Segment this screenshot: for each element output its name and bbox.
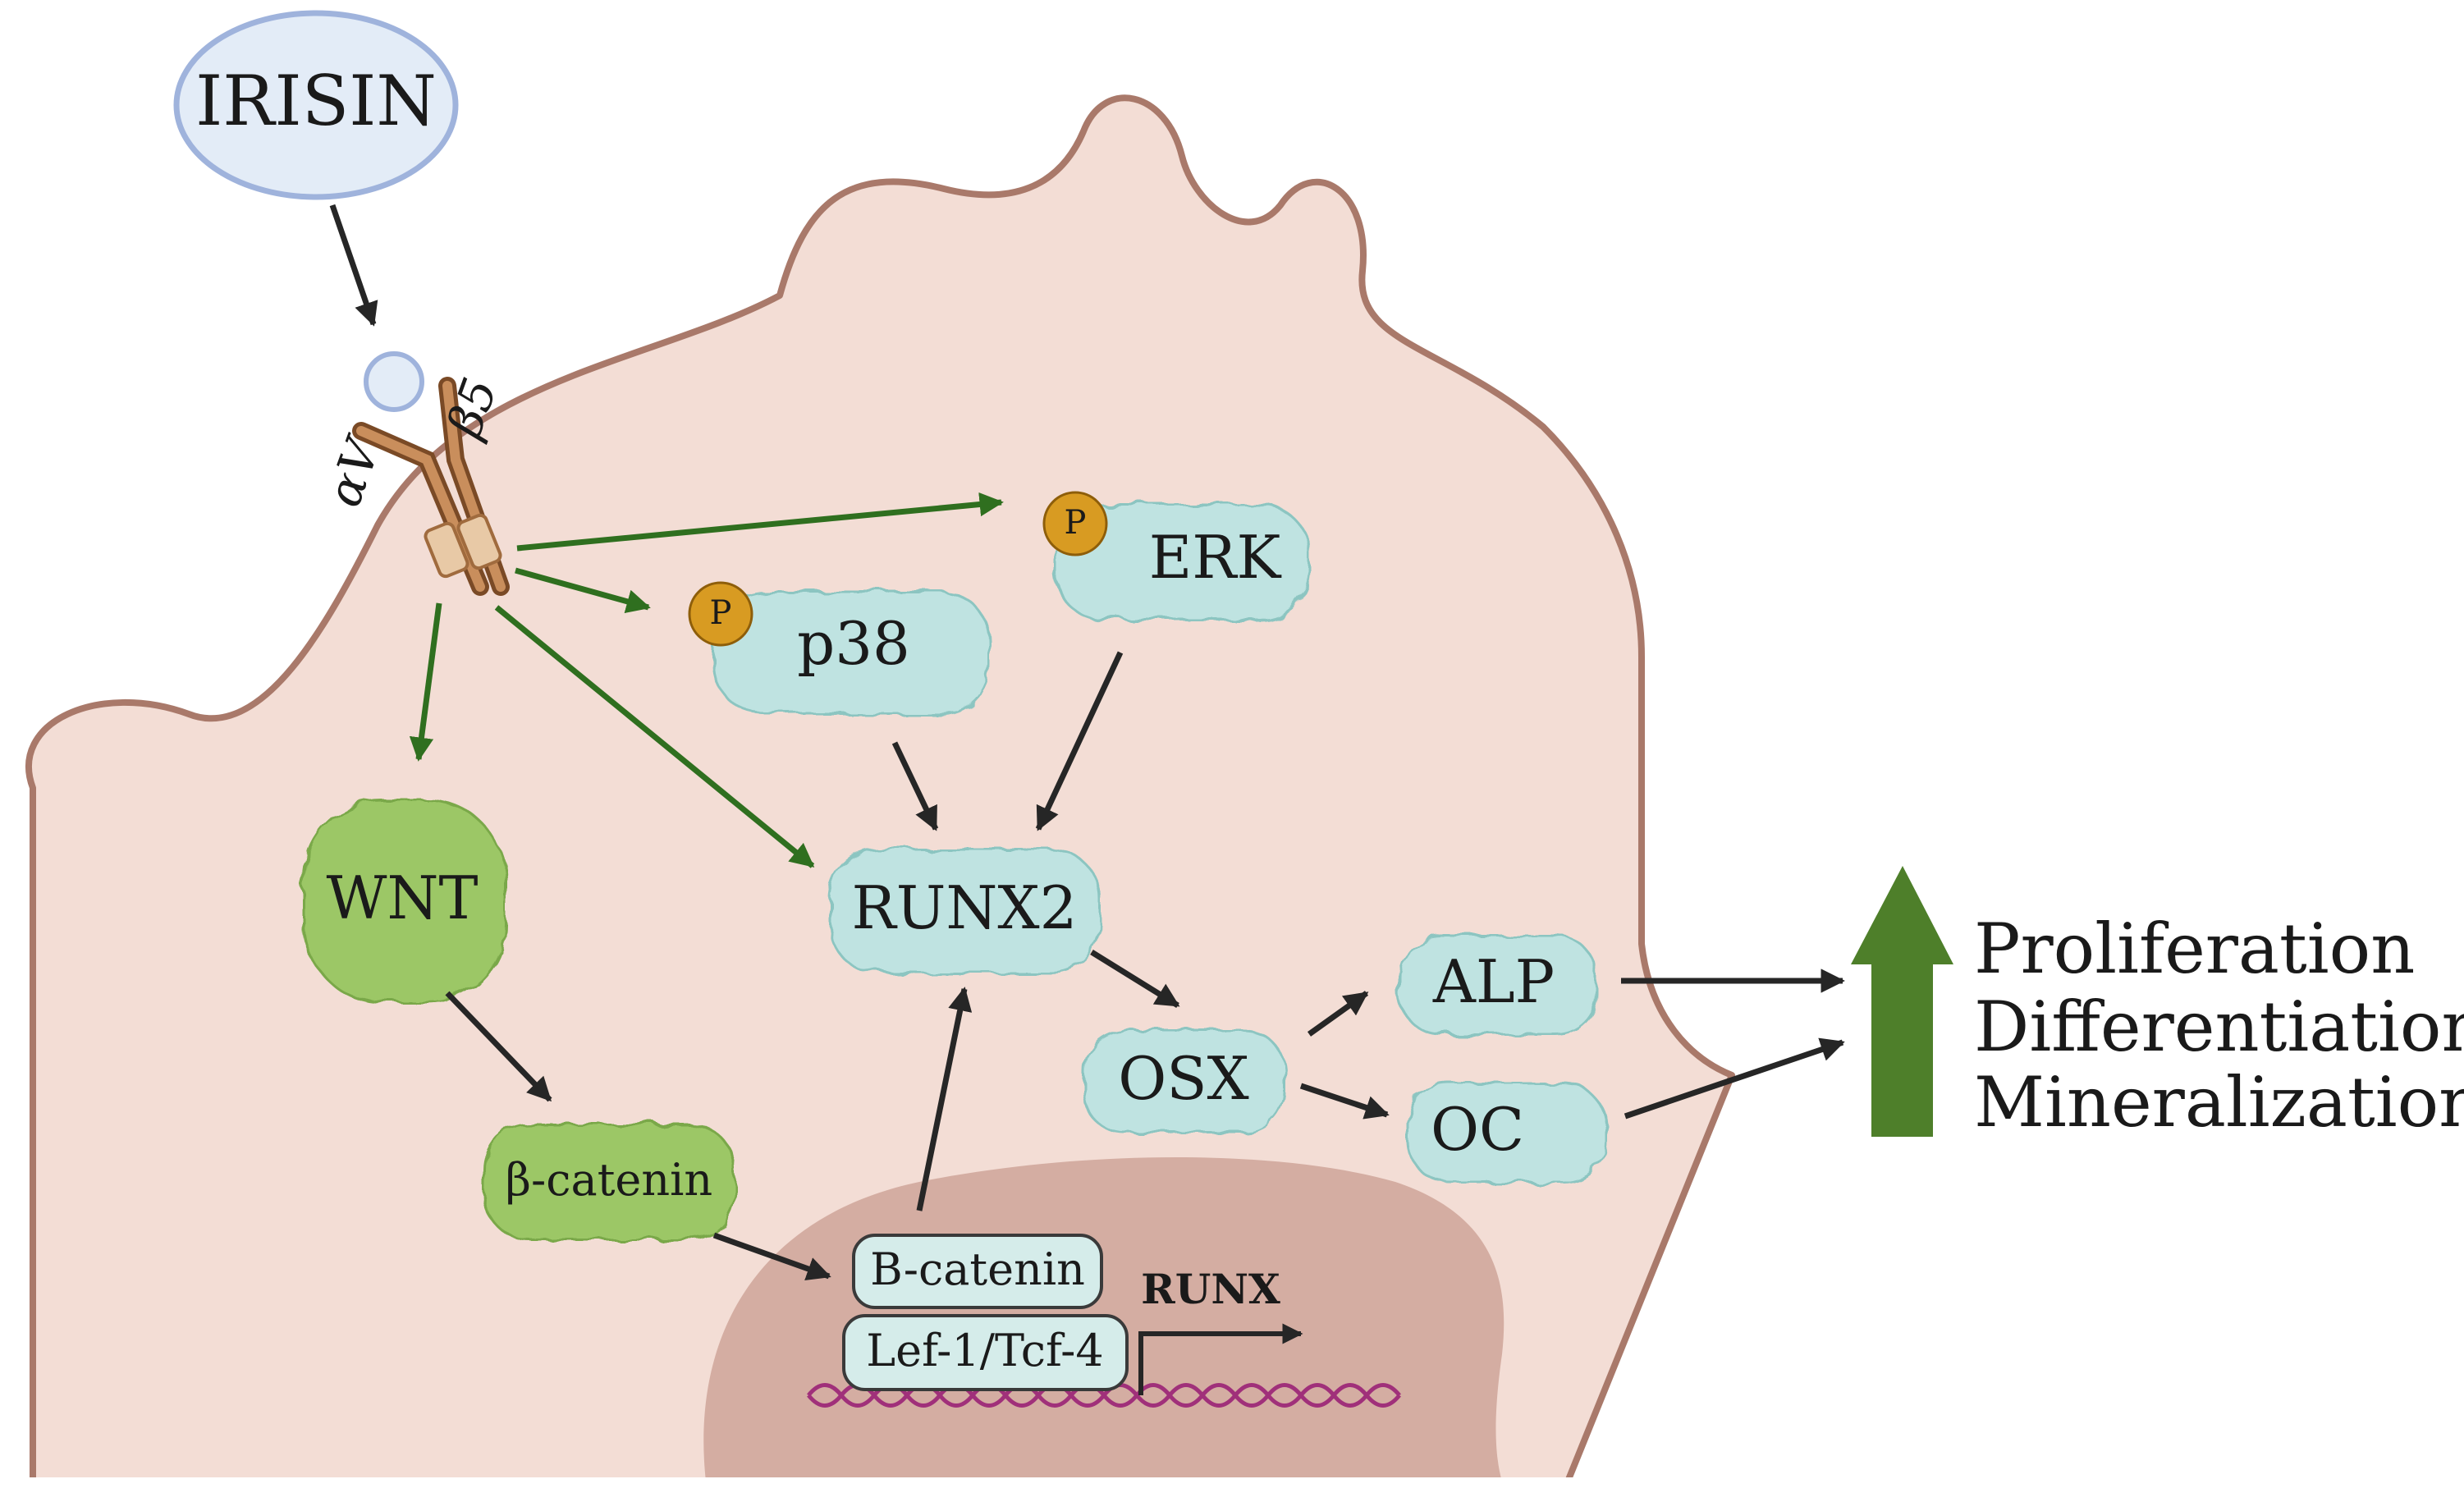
irisin-label: IRISIN bbox=[195, 61, 437, 141]
lef-tcf-box bbox=[842, 1314, 1129, 1391]
beta-catenin-label: β-catenin bbox=[506, 1154, 712, 1206]
transcription-arrow bbox=[1138, 1323, 1303, 1395]
beta-catenin-node: β-catenin bbox=[483, 1123, 736, 1241]
runx-gene-label: RUNX bbox=[1141, 1265, 1280, 1313]
arrow-oc-outcome bbox=[1624, 1037, 1845, 1120]
arrow-runx2-osx bbox=[1090, 950, 1180, 1008]
b-catenin-box bbox=[852, 1234, 1103, 1309]
arrow-receptor-erk bbox=[516, 492, 1004, 552]
arrow-osx-oc bbox=[1299, 1083, 1390, 1120]
alp-label: ALP bbox=[1432, 947, 1555, 1016]
wnt-label: WNT bbox=[326, 863, 478, 932]
wnt-node: WNT bbox=[302, 799, 506, 1003]
runx2-label: RUNX2 bbox=[852, 873, 1078, 942]
complex-bottom-label: Lef-1/Tcf-4 bbox=[866, 1325, 1103, 1376]
arrow-receptor-wnt bbox=[409, 602, 442, 762]
erk-label: ERK bbox=[1149, 523, 1282, 592]
arrow-p38-runx2 bbox=[891, 741, 939, 831]
arrow-osx-alp bbox=[1307, 991, 1369, 1037]
p38-node: p38 P bbox=[688, 581, 991, 716]
arrow-betacatenin-nucleus bbox=[712, 1232, 831, 1280]
arrow-irisin-receptor bbox=[329, 204, 378, 327]
oc-label: OC bbox=[1431, 1095, 1524, 1164]
p38-label: p38 bbox=[797, 609, 910, 678]
bound-ligand bbox=[364, 351, 424, 412]
irisin-node: IRISIN bbox=[173, 10, 459, 200]
osx-node: OSX bbox=[1082, 1028, 1286, 1134]
nuclear-complex: B-catenin Lef-1/Tcf-4 bbox=[842, 1234, 1129, 1391]
oc-node: OC bbox=[1406, 1082, 1606, 1184]
alp-node: ALP bbox=[1398, 934, 1598, 1036]
arrow-nucleus-runx2 bbox=[916, 987, 973, 1211]
osx-label: OSX bbox=[1118, 1044, 1249, 1113]
outcome-differentiation: Differentiation bbox=[1974, 987, 2464, 1067]
outcome-mineralization: Mineralization bbox=[1974, 1062, 2464, 1143]
complex-top-label: B-catenin bbox=[870, 1243, 1085, 1295]
phospho-icon bbox=[688, 581, 753, 647]
erk-phospho-label: P bbox=[1065, 504, 1087, 542]
outcome-list: Proliferation Differentiation Mineraliza… bbox=[1974, 909, 2464, 1143]
dna-helix bbox=[807, 1383, 1401, 1408]
arrow-receptor-runx2 bbox=[494, 605, 815, 868]
runx2-node: RUNX2 bbox=[827, 848, 1101, 974]
arrow-receptor-p38 bbox=[515, 567, 651, 614]
arrow-wnt-betacatenin bbox=[445, 991, 552, 1102]
p38-phospho-label: P bbox=[710, 594, 732, 632]
outcome-proliferation: Proliferation bbox=[1974, 909, 2415, 989]
erk-node: ERK P bbox=[1042, 491, 1311, 621]
phospho-icon bbox=[1042, 491, 1108, 556]
arrow-erk-runx2 bbox=[1035, 651, 1124, 831]
increase-arrow-icon bbox=[1851, 866, 1953, 1137]
